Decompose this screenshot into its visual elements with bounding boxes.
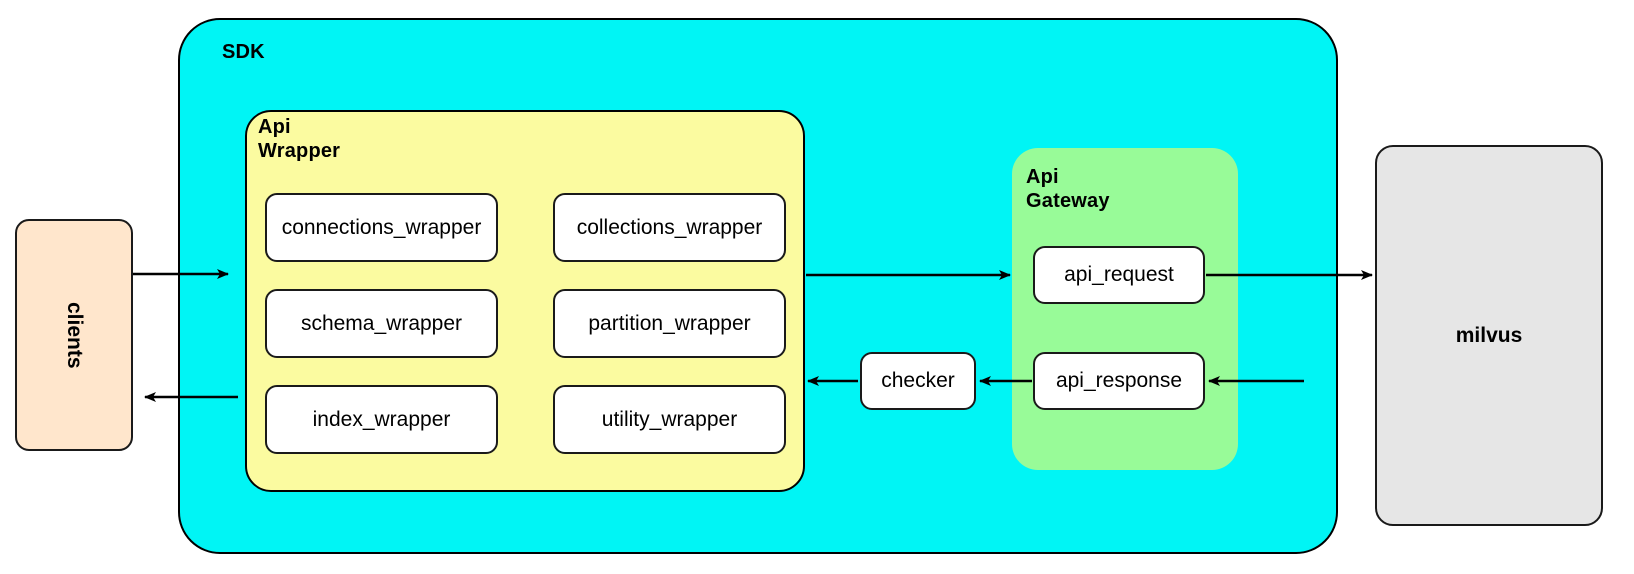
node-collections-wrapper-label: collections_wrapper [576, 215, 763, 239]
node-partition-wrapper-label: partition_wrapper [588, 311, 751, 335]
node-api-request[interactable]: api_request [1033, 246, 1205, 304]
node-connections-wrapper-label: connections_wrapper [281, 215, 482, 239]
node-clients-label: clients [63, 301, 86, 369]
node-index-wrapper-label: index_wrapper [312, 407, 451, 431]
node-api-request-label: api_request [1064, 263, 1174, 286]
node-checker-label: checker [881, 369, 955, 392]
group-sdk-label: SDK [222, 41, 265, 63]
node-schema-wrapper[interactable]: schema_wrapper [265, 289, 498, 358]
node-clients[interactable]: clients [15, 219, 133, 451]
node-milvus[interactable]: milvus [1375, 145, 1603, 526]
node-partition-wrapper[interactable]: partition_wrapper [553, 289, 786, 358]
node-connections-wrapper[interactable]: connections_wrapper [265, 193, 498, 262]
node-milvus-label: milvus [1455, 323, 1523, 347]
node-api-response-label: api_response [1055, 369, 1183, 392]
node-collections-wrapper[interactable]: collections_wrapper [553, 193, 786, 262]
node-schema-wrapper-label: schema_wrapper [300, 311, 463, 335]
node-checker[interactable]: checker [860, 352, 976, 410]
group-api-wrapper-label: Api Wrapper [258, 116, 341, 163]
node-utility-wrapper-label: utility_wrapper [601, 407, 738, 431]
group-api-gateway-label: Api Gateway [1026, 166, 1110, 213]
node-index-wrapper[interactable]: index_wrapper [265, 385, 498, 454]
node-utility-wrapper[interactable]: utility_wrapper [553, 385, 786, 454]
group-api-gateway [1012, 148, 1238, 470]
node-api-response[interactable]: api_response [1033, 352, 1205, 410]
